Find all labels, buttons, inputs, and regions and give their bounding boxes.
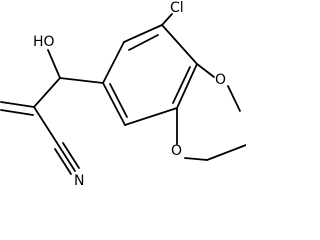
methylene-double-bond	[0, 109, 34, 116]
c-vinyl-bond	[33, 77, 61, 108]
c-o-methoxy-bond	[196, 63, 215, 78]
o-ethyl-bond	[184, 157, 208, 161]
ethyl-methyl-bond	[206, 144, 246, 161]
ring-bond	[176, 63, 198, 109]
ring-chiral-c-bond	[59, 77, 104, 84]
ring-bond	[124, 107, 178, 126]
bonds	[0, 13, 246, 175]
nitrile-triple-bond	[54, 148, 72, 175]
ring-double-bond	[109, 83, 128, 118]
ring-bond	[161, 24, 198, 65]
methoxy-oxygen-label: O	[215, 72, 226, 88]
o-methyl-bond	[227, 85, 241, 112]
structure-drawing: Cl HO O O N	[0, 0, 246, 189]
chlorine-label: Cl	[170, 0, 184, 16]
ring-double-bond	[128, 34, 159, 51]
atom-labels: Cl HO O O N	[33, 0, 226, 189]
c-cl-bond	[161, 13, 173, 26]
ring-bond	[102, 41, 125, 84]
c-cn-bond	[33, 106, 60, 147]
nitrile-nitrogen-label: N	[74, 173, 84, 189]
c-oh-bond	[47, 49, 61, 79]
ring-double-bond	[172, 66, 191, 104]
ring-bond	[123, 24, 163, 43]
methylene-double-bond	[0, 101, 35, 108]
nitrile-triple-bond	[58, 145, 76, 172]
hydroxyl-label: HO	[33, 34, 55, 50]
ethoxy-oxygen-label: O	[171, 143, 182, 159]
nitrile-triple-bond	[62, 142, 80, 169]
ring-bond	[102, 82, 126, 126]
